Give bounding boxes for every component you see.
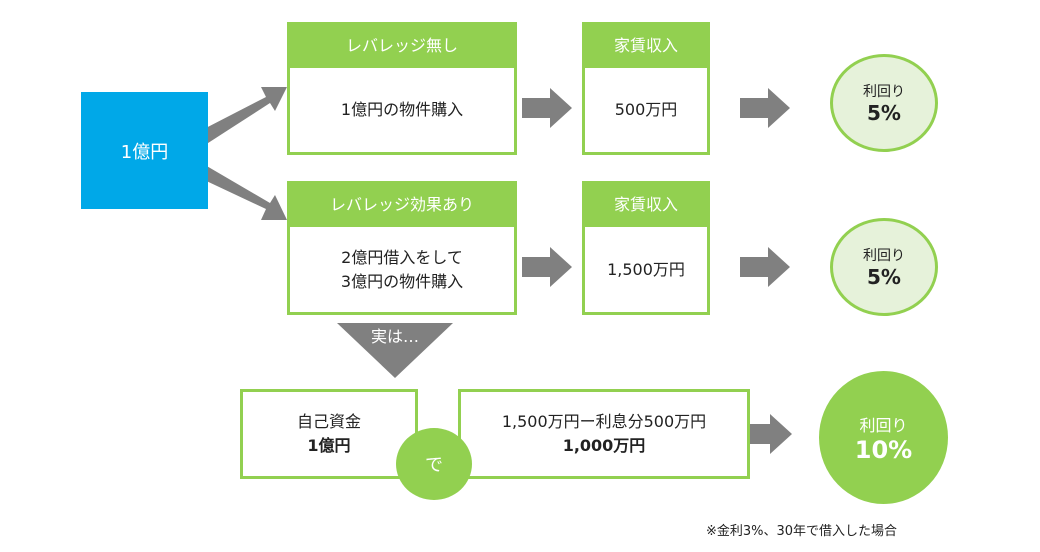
arrow-row2-a [522,247,572,287]
row1-yield-label: 利回り [863,84,905,100]
connector-label: で [425,455,443,476]
row2-yield-value: 5% [867,265,901,289]
row3-yield-value: 10% [854,435,913,464]
row2-income-header: 家賃収入 [582,181,710,224]
row1-income-header: 家賃収入 [582,22,710,65]
row1-yield-value: 5% [867,101,901,125]
row3-yield-circle: 利回り 10% [819,371,948,504]
row1-income-value: 500万円 [614,100,678,119]
arrow-row2-b [740,247,790,287]
connector-circle: で [396,428,472,500]
arrow-row3 [742,414,792,454]
equity-line2: 1億円 [307,436,351,455]
arrow-down-diagonal [200,165,287,220]
row2-body-line2: 3億円の物件購入 [340,271,464,291]
arrow-row1-b [740,88,790,128]
reveal-triangle [337,323,453,378]
row2-income-body: 1,500万円 [582,224,710,315]
row2-body-line1: 2億円借入をして [341,247,463,267]
equity-line1: 自己資金 [296,412,361,431]
row2-yield-label: 利回り [863,248,905,264]
start-box: 1億円 [81,92,208,209]
equity-box: 自己資金 1億円 [240,389,418,479]
footnote: ※金利3%、30年で借入した場合 [706,520,1006,540]
row1-header-label: レバレッジ無し [345,35,458,55]
row1-body: 1億円の物件購入 [287,65,517,155]
arrow-up-diagonal [200,87,287,145]
footnote-text: ※金利3%、30年で借入した場合 [706,524,898,539]
calc-line2: 1,000万円 [562,436,646,455]
calc-box: 1,500万円ー利息分500万円 1,000万円 [458,389,750,479]
row3-yield-label: 利回り [859,415,908,435]
row1-income-body: 500万円 [582,65,710,155]
row2-yield-circle: 利回り 5% [830,218,938,316]
row2-income-value: 1,500万円 [607,259,685,279]
row2-header-label: レバレッジ効果あり [329,194,474,214]
reveal-label-box: 実は… [337,323,453,347]
start-label: 1億円 [120,141,169,163]
row1-income-header-label: 家賃収入 [613,35,678,55]
row1-yield-circle: 利回り 5% [830,54,938,152]
row1-header: レバレッジ無し [287,22,517,65]
row2-body: 2億円借入をして 3億円の物件購入 [287,224,517,315]
reveal-label: 実は… [370,327,419,346]
calc-line1: 1,500万円ー利息分500万円 [501,412,707,431]
row2-header: レバレッジ効果あり [287,181,517,224]
arrow-row1-a [522,88,572,128]
row2-income-header-label: 家賃収入 [613,194,678,214]
row1-body-label: 1億円の物件購入 [340,100,464,119]
